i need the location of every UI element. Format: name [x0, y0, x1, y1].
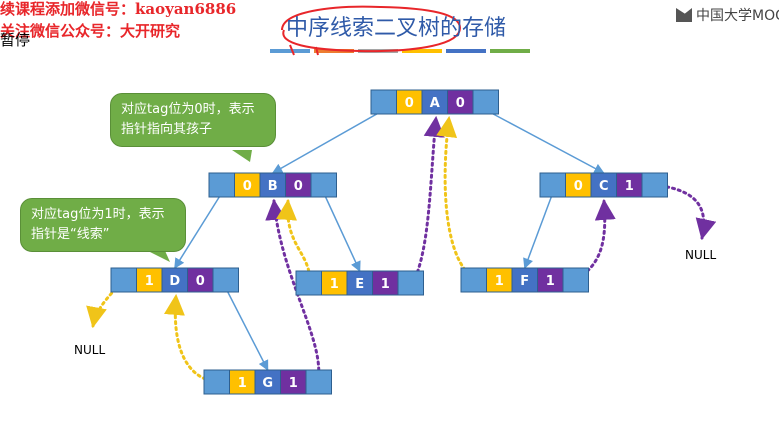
node-A: 0 A 0 — [370, 89, 499, 115]
edge-A-B — [271, 109, 385, 174]
node-D-rchild-pointer — [212, 267, 239, 293]
node-B: 0 B 0 — [208, 172, 337, 198]
edge-B-D — [174, 192, 223, 269]
node-B-rtag-cell — [285, 172, 312, 198]
pause-label[interactable]: 暂停 — [0, 31, 31, 49]
node-E: 1 E 1 — [295, 270, 424, 296]
node-D-ltag-cell-text: 1 — [145, 274, 154, 289]
node-A-ltag-cell-text: 0 — [405, 96, 414, 111]
title-bar-segment — [402, 49, 442, 53]
node-F: 1 F 1 — [460, 267, 589, 293]
node-D-rtag-cell-text: 0 — [196, 274, 205, 289]
node-F-data-cell-text: F — [520, 274, 529, 289]
edge-C-F — [523, 192, 554, 269]
node-C-ltag-cell — [565, 172, 592, 198]
node-B-rchild-pointer — [310, 172, 337, 198]
mooc-logo-icon — [676, 8, 692, 22]
node-D-lchild-pointer — [110, 267, 137, 293]
title-bar-segment — [446, 49, 486, 53]
title-highlight-circle — [281, 5, 462, 56]
title-bar-segment — [270, 49, 310, 53]
watermark-line-2: 关注微信公众号：大开研究 — [0, 22, 181, 40]
node-C-rtag-cell-text: 1 — [625, 179, 634, 194]
null-label-c: NULL — [685, 248, 717, 262]
node-G-data-cell-text: G — [262, 376, 273, 391]
child-edges — [174, 109, 605, 371]
thread-g-pred-d — [164, 293, 219, 384]
node-E-lchild-pointer — [295, 270, 322, 296]
node-A-rchild-pointer — [472, 89, 499, 115]
thread-g-succ-b — [265, 198, 321, 372]
node-C-data-cell-text: C — [599, 179, 609, 194]
mooc-logo-text: 中国大学MOOC — [696, 8, 779, 24]
node-F-ltag-cell-text: 1 — [495, 274, 504, 289]
node-F-rtag-cell-text: 1 — [546, 274, 555, 289]
node-C: 0 C 1 — [539, 172, 668, 198]
node-E-data-cell-text: E — [355, 277, 364, 292]
node-B-ltag-cell-text: 0 — [243, 179, 252, 194]
node-G-rchild-pointer — [305, 369, 332, 395]
node-C-rchild-pointer — [641, 172, 668, 198]
thread-arrows — [86, 115, 717, 384]
node-B-data-cell-text: B — [268, 179, 278, 194]
node-A-data-cell — [421, 89, 448, 115]
node-B-data-cell — [259, 172, 286, 198]
node-A-lchild-pointer — [370, 89, 397, 115]
thread-e-succ-a — [411, 115, 445, 285]
callout-tag0-tail — [232, 150, 252, 162]
callout-tag1: 对应tag位为1时，表示指针是“线索” — [20, 198, 186, 252]
null-label-d: NULL — [74, 343, 106, 357]
node-F-lchild-pointer — [460, 267, 487, 293]
callout-tag0-text: 对应tag位为0时，表示指针指向其孩子 — [121, 102, 255, 137]
node-B-lchild-pointer — [208, 172, 235, 198]
node-G-ltag-cell-text: 1 — [238, 376, 247, 391]
thread-f-succ-c — [576, 198, 616, 280]
node-F-rchild-pointer — [562, 267, 589, 293]
node-A-rtag-cell — [447, 89, 474, 115]
title-bar-segment — [314, 49, 354, 53]
node-E-data-cell — [346, 270, 373, 296]
node-E-ltag-cell — [321, 270, 348, 296]
edge-D-G — [225, 287, 269, 371]
node-G-rtag-cell-text: 1 — [289, 376, 298, 391]
node-F-ltag-cell — [486, 267, 513, 293]
node-G-lchild-pointer — [203, 369, 230, 395]
page-title: 中序线索二叉树的存储 — [286, 16, 507, 41]
thread-f-pred-a — [436, 115, 476, 280]
node-F-rtag-cell — [537, 267, 564, 293]
node-D-rtag-cell — [187, 267, 214, 293]
node-E-rchild-pointer — [397, 270, 424, 296]
node-D-data-cell-text: D — [169, 274, 180, 289]
node-E-rtag-cell-text: 1 — [381, 277, 390, 292]
node-C-lchild-pointer — [539, 172, 566, 198]
mooc-logo: 中国大学MOOC — [676, 5, 779, 25]
node-B-rtag-cell-text: 0 — [294, 179, 303, 194]
node-A-rtag-cell-text: 0 — [456, 96, 465, 111]
callout-tag1-text: 对应tag位为1时，表示指针是“线索” — [31, 207, 165, 242]
edge-A-C — [485, 109, 605, 174]
callout-tag0: 对应tag位为0时，表示指针指向其孩子 — [110, 93, 276, 147]
node-C-ltag-cell-text: 0 — [574, 179, 583, 194]
title-bar-segment — [490, 49, 530, 53]
node-A-ltag-cell — [396, 89, 423, 115]
edge-B-E — [323, 192, 361, 272]
node-A-data-cell-text: A — [430, 96, 440, 111]
node-D-data-cell — [161, 267, 188, 293]
node-G-rtag-cell — [280, 369, 307, 395]
watermark-line-1: 续课程添加微信号：kaoyan6886 — [0, 0, 237, 18]
node-E-ltag-cell-text: 1 — [330, 277, 339, 292]
thread-e-pred-b — [276, 198, 311, 273]
